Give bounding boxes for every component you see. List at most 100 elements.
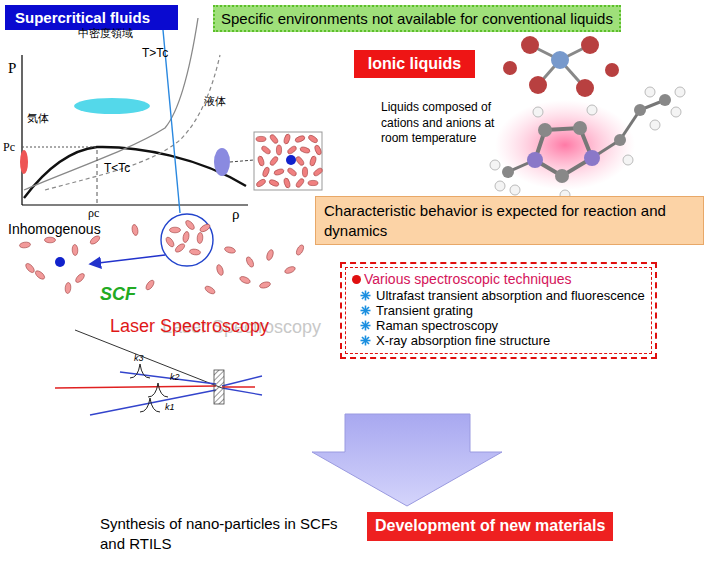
text-box: Development of new materials <box>367 512 613 541</box>
molecule <box>259 281 271 289</box>
cluster-circle <box>161 214 213 266</box>
text-box: Characteristic behavior is expected for … <box>315 196 704 245</box>
star-stroke <box>362 322 369 329</box>
text-box: Ionic liquids <box>354 50 475 78</box>
bullet-item: Transient grating <box>350 303 645 318</box>
molecule <box>131 224 139 236</box>
star-bullet <box>360 335 371 346</box>
molecule <box>24 262 36 274</box>
molecule <box>170 227 181 233</box>
text-box: Supercritical fluids <box>5 5 178 30</box>
bullet-item: X-ray absorption fine structure <box>350 333 645 348</box>
molecule <box>72 244 78 255</box>
text-label: Inhomogenous <box>8 221 101 237</box>
box-text: Specific environments not available for … <box>221 10 613 27</box>
box-text: Characteristic behavior is expected for … <box>324 201 695 240</box>
molecule <box>165 236 176 248</box>
molecule <box>174 242 186 253</box>
molecule <box>199 223 211 233</box>
bullet-dot <box>352 275 361 284</box>
molecule <box>302 167 307 177</box>
molecule <box>182 231 190 243</box>
bullet-item: Ultrafast transient absorption and fluor… <box>350 288 645 303</box>
inner-border: Various spectroscopic techniquesUltrafas… <box>345 267 652 354</box>
molecule <box>276 145 281 155</box>
text-label: T<Tc <box>104 161 130 175</box>
molecule <box>294 135 305 143</box>
molecule <box>239 275 251 285</box>
molecule <box>184 219 196 231</box>
molecule <box>34 269 46 280</box>
molecule <box>65 282 72 293</box>
molecule <box>286 167 297 177</box>
text-label: Laser Spectroscopy <box>110 316 269 337</box>
ionic-molecules <box>490 36 685 200</box>
star-bullet <box>360 305 371 316</box>
zoom-arrow <box>90 255 165 264</box>
molecule <box>255 178 266 188</box>
molecule <box>257 155 265 166</box>
star-bullet <box>360 290 371 301</box>
text-label: Pc <box>3 140 15 155</box>
liquid-picture <box>254 132 322 190</box>
star-stroke <box>362 307 369 314</box>
molecule <box>295 244 305 256</box>
text-label: SCF <box>100 284 136 305</box>
molecule <box>269 155 279 166</box>
molecule <box>44 237 55 243</box>
text-box: Various spectroscopic techniquesUltrafas… <box>340 262 657 359</box>
molecule <box>295 155 305 166</box>
text-label: k3 <box>134 353 144 363</box>
molecule <box>189 248 201 255</box>
box-text: Various spectroscopic techniques <box>350 271 645 287</box>
laser-setup <box>55 330 262 415</box>
molecule <box>245 256 255 268</box>
molecule <box>295 177 305 188</box>
molecule <box>312 167 323 177</box>
molecule <box>308 180 318 185</box>
text-label: Synthesis of nano-particles in SCFs and … <box>100 514 340 555</box>
phase-diagram <box>20 18 254 213</box>
box-text: Development of new materials <box>375 516 605 537</box>
molecule <box>262 166 270 177</box>
molecule <box>309 155 317 166</box>
molecule <box>216 264 225 276</box>
box-text: Ionic liquids <box>362 55 467 73</box>
molecule <box>283 177 291 188</box>
molecule <box>19 242 31 249</box>
bullet-item: Raman spectroscopy <box>350 318 645 333</box>
text-label: ρ <box>232 206 240 223</box>
star-bullet <box>360 320 371 331</box>
molecule <box>283 133 291 144</box>
molecule <box>74 272 86 284</box>
text-label: 液体 <box>204 94 226 109</box>
molecule <box>260 145 271 155</box>
text-label: 中密度領域 <box>78 26 133 41</box>
text-label: k1 <box>165 402 175 412</box>
box-text: Supercritical fluids <box>15 9 168 26</box>
molecule <box>314 144 322 155</box>
liquid-molecules <box>255 133 323 188</box>
molecule <box>224 246 236 254</box>
text-label: k2 <box>170 372 180 382</box>
text-label: 気体 <box>27 111 49 126</box>
text-label: ρc <box>88 206 99 221</box>
molecule <box>307 134 318 144</box>
molecule <box>286 145 297 155</box>
molecule <box>269 133 279 144</box>
star-stroke <box>362 292 369 299</box>
molecule <box>273 168 284 176</box>
molecule <box>268 179 279 187</box>
molecule <box>256 136 266 141</box>
text-label: P <box>8 60 16 77</box>
molecule <box>197 232 203 243</box>
molecule <box>145 279 156 291</box>
molecule <box>299 146 310 154</box>
text-label: T>Tc <box>142 46 168 60</box>
text-box: Specific environments not available for … <box>213 5 621 32</box>
molecule <box>284 265 296 274</box>
down-arrow <box>312 414 502 506</box>
star-stroke <box>362 337 369 344</box>
text-label: Liquids composed of cations and anions a… <box>381 100 499 147</box>
